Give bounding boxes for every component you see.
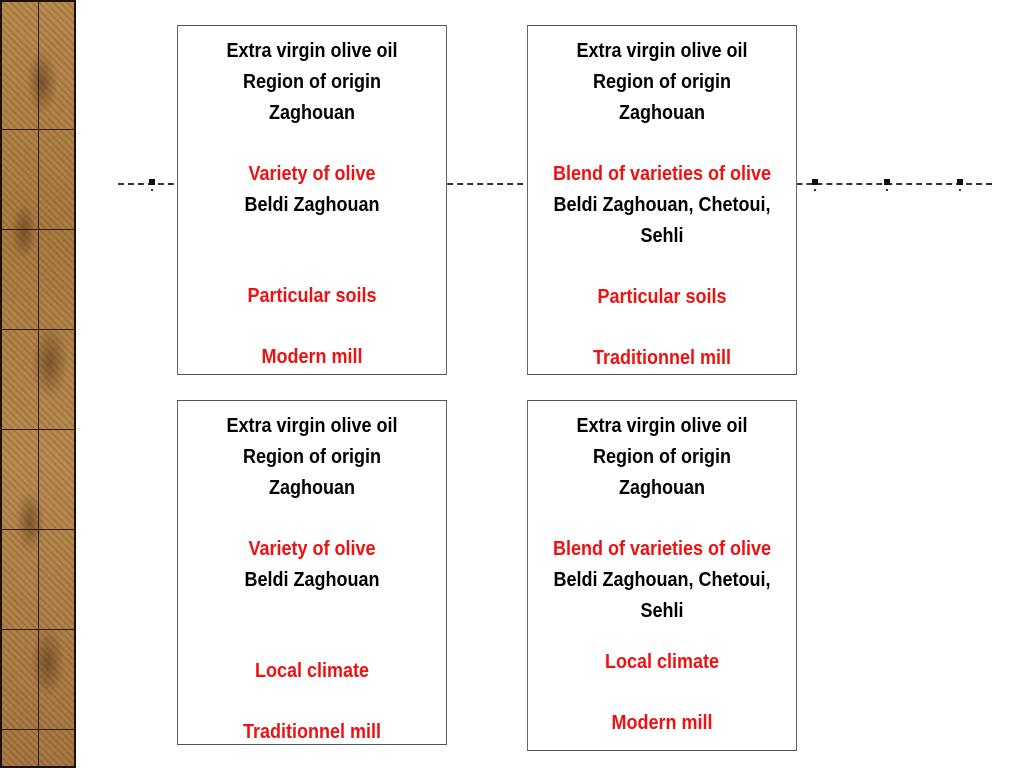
card-region-label: Region of origin (593, 446, 731, 468)
card-variety-line: Beldi Zaghouan, Chetoui, (553, 569, 771, 591)
card-region-name: Zaghouan (618, 102, 705, 124)
card-variety-line: Sehli (640, 600, 684, 622)
card-region-label: Region of origin (593, 71, 731, 93)
card-variety-heading: Blend of varieties of olive (552, 163, 772, 185)
card-region-label: Region of origin (243, 446, 381, 468)
side-bar-grid-line (2, 629, 74, 630)
spacer (178, 221, 446, 251)
side-bar-grid-line (2, 329, 74, 330)
connector-node-icon (884, 179, 890, 191)
card-variety-line: Beldi Zaghouan (244, 194, 380, 216)
side-bar-grid-line (2, 229, 74, 230)
card-region-name: Zaghouan (618, 477, 705, 499)
spacer (178, 251, 446, 281)
card-variety-line: Beldi Zaghouan, Chetoui, (553, 194, 771, 216)
card-variety-line: Sehli (640, 225, 684, 247)
spacer (528, 627, 796, 647)
oil-card-bottom-right: Extra virgin olive oil Region of origin … (527, 400, 797, 751)
connector-node-icon (957, 179, 963, 191)
card-factor: Local climate (604, 651, 720, 673)
oil-card-top-right: Extra virgin olive oil Region of origin … (527, 25, 797, 375)
card-region-name: Zaghouan (268, 102, 355, 124)
card-mill: Traditionnel mill (592, 347, 732, 369)
card-factor: Particular soils (597, 286, 727, 308)
card-region-label: Region of origin (243, 71, 381, 93)
decorative-side-bar (0, 0, 76, 768)
side-bar-grid-line (2, 429, 74, 430)
card-factor: Particular soils (247, 285, 377, 307)
card-mill: Modern mill (611, 712, 713, 734)
spacer (528, 504, 796, 534)
spacer (528, 252, 796, 282)
connector-node-icon (812, 179, 818, 191)
spacer (178, 687, 446, 717)
card-title: Extra virgin olive oil (226, 415, 398, 437)
card-variety-heading: Variety of olive (248, 163, 376, 185)
side-bar-grid-line (38, 2, 39, 766)
card-region-name: Zaghouan (268, 477, 355, 499)
side-bar-grid-line (2, 129, 74, 130)
card-variety-heading: Blend of varieties of olive (552, 538, 772, 560)
spacer (178, 596, 446, 626)
spacer (528, 678, 796, 708)
spacer (528, 129, 796, 159)
card-mill: Traditionnel mill (242, 721, 382, 743)
card-variety-heading: Variety of olive (248, 538, 376, 560)
card-title: Extra virgin olive oil (226, 40, 398, 62)
spacer (178, 626, 446, 656)
card-factor: Local climate (254, 660, 370, 682)
spacer (528, 313, 796, 343)
card-variety-line: Beldi Zaghouan (244, 569, 380, 591)
oil-card-top-left: Extra virgin olive oil Region of origin … (177, 25, 447, 375)
oil-card-bottom-left: Extra virgin olive oil Region of origin … (177, 400, 447, 745)
side-bar-grid-line (2, 529, 74, 530)
card-mill: Modern mill (261, 346, 363, 368)
side-bar-grid-line (2, 729, 74, 730)
card-title: Extra virgin olive oil (576, 415, 748, 437)
card-title: Extra virgin olive oil (576, 40, 748, 62)
spacer (178, 129, 446, 159)
spacer (178, 504, 446, 534)
connector-node-icon (149, 179, 155, 191)
spacer (178, 312, 446, 342)
